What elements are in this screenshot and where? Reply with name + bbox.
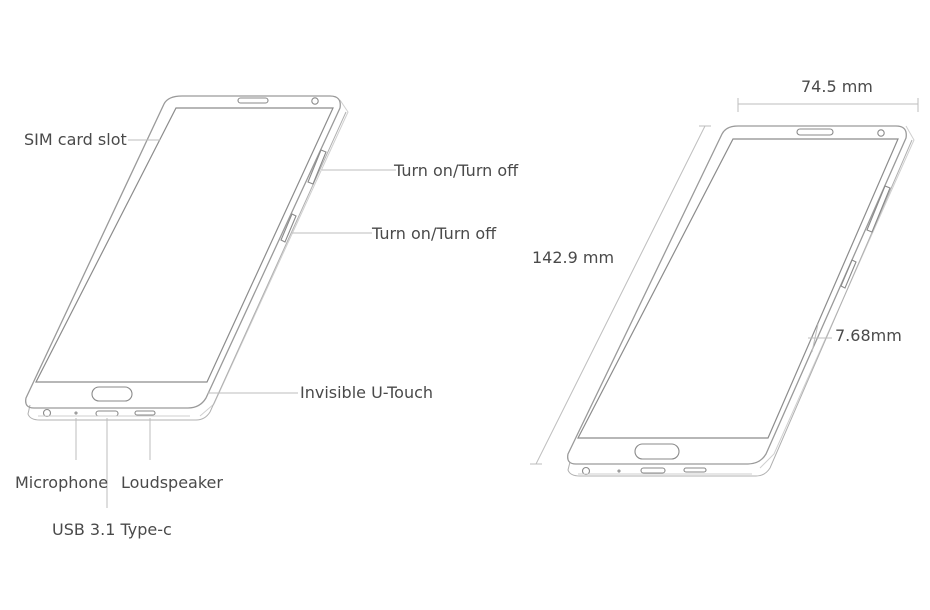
- usb-type-c-label: USB 3.1 Type-c: [52, 520, 172, 539]
- left-phone-body: [25, 95, 341, 409]
- loudspeaker-label: Loudspeaker: [121, 473, 223, 492]
- left-usb-port: [95, 410, 119, 417]
- width-label: 74.5 mm: [801, 77, 873, 96]
- right-headphone-jack: [581, 466, 591, 476]
- left-volume-button: [280, 213, 297, 243]
- invisible-u-touch-label: Invisible U-Touch: [300, 383, 433, 402]
- left-phone-screen: [35, 107, 334, 383]
- right-usb-port: [640, 467, 666, 474]
- right-earpiece: [796, 128, 834, 136]
- right-volume-button: [840, 259, 857, 289]
- right-phone-screen: [577, 138, 899, 439]
- left-microphone-hole: [74, 411, 78, 415]
- thickness-label: 7.68mm: [835, 326, 902, 345]
- right-loudspeaker-grille: [683, 467, 707, 473]
- left-headphone-jack: [42, 408, 52, 418]
- left-u-touch-button: [91, 386, 133, 402]
- thickness-edge-mark: [811, 323, 819, 353]
- left-loudspeaker-grille: [134, 410, 156, 416]
- right-microphone-hole: [617, 469, 621, 473]
- left-power-button: [307, 149, 327, 185]
- left-earpiece: [237, 97, 269, 104]
- left-front-camera: [311, 97, 319, 105]
- right-phone-body: [567, 125, 907, 465]
- height-dimension-line: [535, 125, 706, 465]
- right-front-camera: [877, 129, 885, 137]
- turn-on-off-label-top: Turn on/Turn off: [393, 161, 519, 180]
- microphone-label: Microphone: [15, 473, 108, 492]
- right-power-button: [866, 185, 891, 233]
- turn-on-off-label-bottom: Turn on/Turn off: [371, 224, 497, 243]
- right-phone: 74.5 mm 142.9 mm 7.68mm: [530, 77, 919, 477]
- sim-card-slot-label: SIM card slot: [24, 130, 127, 149]
- right-u-touch-button: [634, 443, 680, 460]
- height-label: 142.9 mm: [532, 248, 614, 267]
- left-phone: SIM card slot Turn on/Turn off Turn on/T…: [15, 95, 519, 539]
